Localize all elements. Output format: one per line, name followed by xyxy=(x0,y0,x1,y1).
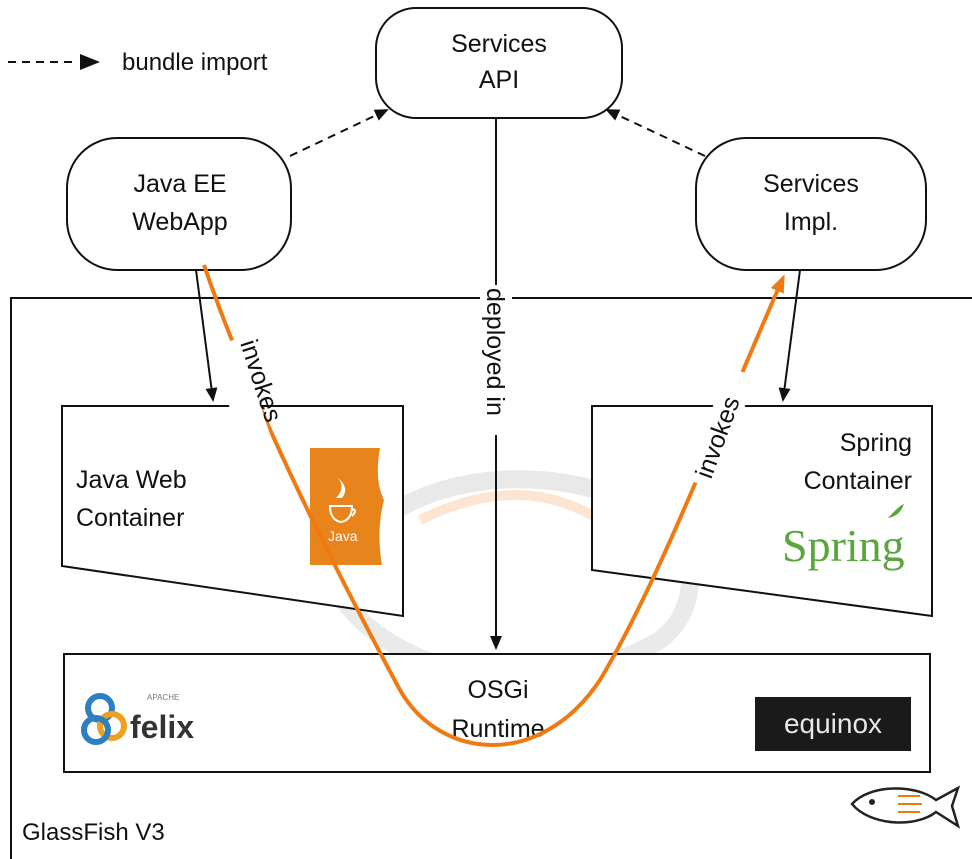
deployed-in-label: deployed in xyxy=(481,288,509,416)
spring-container: Spring Container xyxy=(591,405,933,618)
bundle-import-arrow-left xyxy=(289,109,389,157)
java-web-container-line-1: Java Web xyxy=(76,466,187,494)
spring-container-line-1: Spring xyxy=(840,429,912,457)
services-impl-line-2: Impl. xyxy=(784,208,838,236)
webapp-line-2: WebApp xyxy=(132,208,227,236)
legend-label: bundle import xyxy=(122,49,268,76)
osgi-runtime-line-1: OSGi xyxy=(467,676,528,704)
osgi-runtime: OSGi Runtime xyxy=(63,653,931,773)
java-ee-webapp-node: Java EE WebApp xyxy=(66,137,292,271)
spring-leaf-icon xyxy=(888,504,904,518)
services-api-node: Services API xyxy=(375,7,623,119)
java-logo: Java xyxy=(310,448,384,565)
services-api-line-1: Services xyxy=(451,30,547,58)
impl-to-spring-container-arrow xyxy=(778,269,801,402)
legend: bundle import xyxy=(8,49,268,76)
spring-logo: Spring xyxy=(782,504,905,571)
java-cup-icon xyxy=(328,478,356,524)
java-web-container-line-2: Container xyxy=(76,504,184,532)
webapp-to-web-container-arrow xyxy=(195,269,218,402)
webapp-line-1: Java EE xyxy=(133,170,226,198)
spring-container-line-2: Container xyxy=(804,467,912,495)
glassfish-label: GlassFish V3 xyxy=(22,819,165,846)
spring-logo-text: Spring xyxy=(782,520,905,571)
java-logo-text: Java xyxy=(328,528,358,544)
felix-logo: APACHE felix xyxy=(81,693,194,745)
felix-small-text: APACHE xyxy=(147,693,179,702)
fish-icon xyxy=(850,785,961,829)
services-impl-node: Services Impl. xyxy=(695,137,927,271)
bundle-import-arrow-right xyxy=(605,109,706,157)
equinox-text: equinox xyxy=(784,708,882,739)
felix-knot-icon xyxy=(81,693,127,745)
felix-text: felix xyxy=(130,709,194,745)
services-impl-line-1: Services xyxy=(763,170,859,198)
services-api-line-2: API xyxy=(479,66,519,94)
equinox-logo: equinox xyxy=(755,697,911,751)
